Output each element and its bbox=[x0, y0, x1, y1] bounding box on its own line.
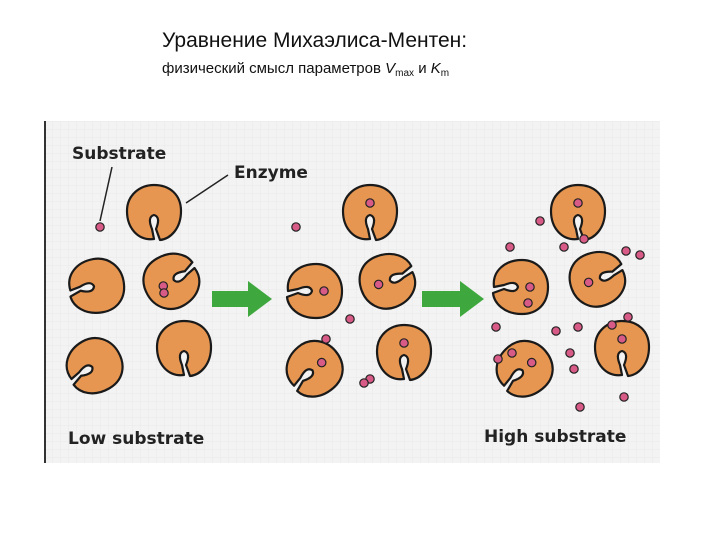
substrate-group bbox=[95, 198, 645, 412]
free-substrate bbox=[291, 222, 301, 232]
bound-substrate bbox=[399, 338, 409, 348]
free-substrate bbox=[565, 348, 575, 358]
label-low-substrate: Low substrate bbox=[68, 429, 204, 449]
bound-substrate bbox=[573, 198, 583, 208]
substrate-pointer-line bbox=[99, 166, 113, 222]
free-substrate bbox=[621, 246, 631, 256]
free-substrate bbox=[635, 250, 645, 260]
free-substrate bbox=[523, 298, 533, 308]
label-high-substrate: High substrate bbox=[484, 427, 626, 447]
free-substrate bbox=[559, 242, 569, 252]
bound-substrate bbox=[319, 286, 329, 296]
free-substrate bbox=[535, 216, 545, 226]
bound-substrate bbox=[525, 282, 535, 292]
label-enzyme: Enzyme bbox=[234, 163, 308, 183]
bound-substrate bbox=[316, 357, 327, 368]
subtitle-conj: и bbox=[414, 60, 431, 77]
free-substrate bbox=[575, 402, 585, 412]
free-substrate bbox=[95, 222, 105, 232]
km-symbol: K bbox=[430, 60, 441, 77]
diagram-grid bbox=[44, 121, 660, 463]
vmax-subscript: max bbox=[395, 68, 415, 79]
slide-subtitle: физический смысл параметров Vmax и Km bbox=[162, 60, 449, 79]
free-substrate bbox=[623, 312, 633, 322]
free-substrate bbox=[607, 320, 617, 330]
km-subscript: m bbox=[440, 68, 450, 79]
free-substrate bbox=[551, 326, 561, 336]
free-substrate bbox=[579, 234, 589, 244]
free-substrate bbox=[619, 392, 629, 402]
arrow-right-2 bbox=[422, 281, 484, 317]
vmax-symbol: V bbox=[385, 60, 396, 77]
bound-substrate bbox=[526, 357, 537, 368]
bound-substrate bbox=[373, 279, 384, 290]
bound-substrate bbox=[617, 334, 627, 344]
free-substrate bbox=[491, 322, 501, 332]
diagram-canvas: Substrate Enzyme Low substrate High subs… bbox=[44, 121, 660, 463]
arrow-right-1 bbox=[212, 281, 272, 317]
enzyme-pointer-line bbox=[185, 174, 229, 204]
free-substrate bbox=[321, 334, 331, 344]
free-substrate bbox=[573, 322, 583, 332]
free-substrate bbox=[505, 242, 515, 252]
subtitle-prefix: физический смысл параметров bbox=[162, 60, 386, 77]
free-substrate bbox=[569, 364, 579, 374]
free-substrate bbox=[359, 378, 369, 388]
enzyme-saturation-diagram: Substrate Enzyme Low substrate High subs… bbox=[44, 121, 660, 463]
label-substrate: Substrate bbox=[72, 144, 166, 164]
slide-title: Уравнение Михаэлиса-Ментен: bbox=[162, 29, 468, 52]
free-substrate bbox=[493, 354, 503, 364]
free-substrate bbox=[345, 314, 355, 324]
free-substrate bbox=[159, 288, 169, 298]
free-substrate bbox=[507, 348, 517, 358]
bound-substrate bbox=[583, 277, 594, 288]
bound-substrate bbox=[365, 198, 375, 208]
